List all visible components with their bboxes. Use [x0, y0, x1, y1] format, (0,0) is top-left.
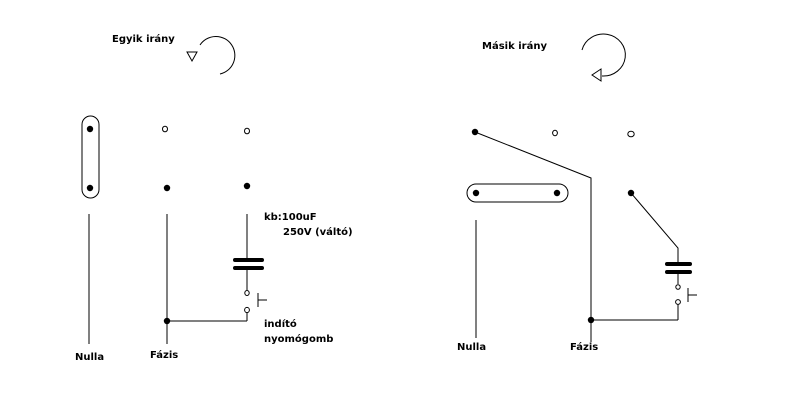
- left-pushbutton-icon: [257, 293, 267, 307]
- left-jumper-bridge: [81, 115, 100, 199]
- right-diagram: Másik irány: [457, 33, 697, 353]
- right-phase-wire: [474, 131, 592, 342]
- left-terminal-top-3: [244, 127, 250, 135]
- right-pushbutton-icon: [687, 288, 697, 302]
- left-capacitor-voltage: 250V (váltó): [283, 226, 353, 238]
- left-button-label-2: nyomógomb: [264, 333, 333, 345]
- right-rotation-arrow-icon: [581, 33, 626, 82]
- left-terminal-bottom-2: [163, 184, 171, 192]
- right-title: Másik irány: [482, 40, 547, 52]
- left-terminal-bottom-3: [243, 182, 251, 190]
- left-phase-label: Fázis: [150, 349, 178, 361]
- right-capacitor-wire-top: [630, 192, 679, 262]
- right-neutral-label: Nulla: [457, 342, 486, 353]
- left-terminal-bottom-1: [86, 184, 94, 192]
- right-terminal-bottom-2: [553, 189, 561, 197]
- right-button-contact-top: [675, 284, 681, 290]
- left-title: Egyik irány: [112, 33, 175, 45]
- left-button-contact-bottom: [244, 306, 250, 314]
- left-button-label-1: indító: [264, 318, 297, 330]
- right-button-contact-bottom: [675, 299, 681, 305]
- left-terminal-top-2: [162, 125, 168, 133]
- left-neutral-label: Nulla: [75, 352, 104, 363]
- left-capacitor-value: kb:100uF: [264, 212, 317, 223]
- right-phase-label: Fázis: [570, 341, 598, 353]
- right-terminal-top-2: [552, 129, 558, 137]
- left-terminal-top-1: [86, 125, 94, 133]
- left-button-contact-top: [244, 290, 250, 296]
- left-capacitor-icon: [233, 258, 264, 270]
- right-capacitor-icon: [665, 262, 692, 274]
- right-terminal-top-3: [627, 130, 635, 138]
- left-diagram: Egyik irány: [75, 33, 353, 363]
- right-terminal-bottom-1: [472, 189, 480, 197]
- left-rotation-arrow-icon: [186, 35, 236, 75]
- right-jumper-bridge: [466, 183, 569, 203]
